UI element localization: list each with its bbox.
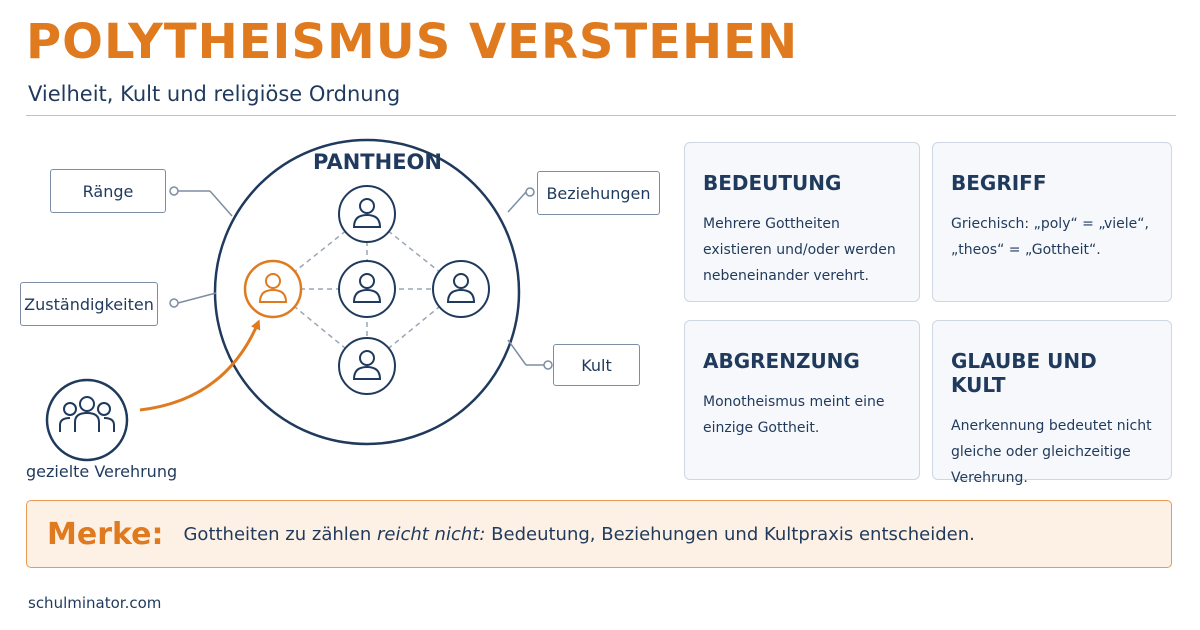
pantheon-diagram <box>45 138 553 462</box>
person-icon <box>359 198 375 214</box>
header-divider <box>26 115 1176 116</box>
merke-label: Merke: <box>47 516 164 552</box>
merke-text-part1: Gottheiten zu zählen <box>183 523 372 545</box>
deity-node-highlighted <box>243 259 303 319</box>
person-icon <box>359 350 375 366</box>
worshippers-icon <box>45 378 129 462</box>
card-text: Monotheismus meint eine einzige Gottheit… <box>703 394 885 436</box>
deity-node-top <box>338 185 396 243</box>
person-icon <box>453 273 469 289</box>
deity-node-right <box>432 260 490 318</box>
page-subtitle: Vielheit, Kult und religiöse Ordnung <box>28 82 401 106</box>
card-text: Griechisch: „poly“ = „viele“, „theos“ = … <box>951 216 1150 258</box>
merke-text: Gottheiten zu zählen reicht nicht: Bedeu… <box>183 524 974 545</box>
merke-box: Merke: Gottheiten zu zählen reicht nicht… <box>26 500 1172 568</box>
label-beziehungen: Beziehungen <box>537 171 660 215</box>
card-bedeutung: BEDEUTUNG Mehrere Gottheiten existieren … <box>684 142 920 302</box>
person-icon <box>359 273 375 289</box>
label-zustaendigkeiten: Zuständigkeiten <box>20 282 158 326</box>
worship-label: gezielte Verehrung <box>26 462 178 481</box>
card-title: GLAUBE UND KULT <box>951 349 1097 397</box>
worship-arrow <box>139 319 261 412</box>
pantheon-label: PANTHEON <box>313 150 442 174</box>
label-connectors <box>169 186 553 370</box>
card-begriff: BEGRIFF Griechisch: „poly“ = „viele“, „t… <box>932 142 1172 302</box>
card-glaube-und-kult: GLAUBE UND KULT Anerkennung bedeutet nic… <box>932 320 1172 486</box>
card-title: BEDEUTUNG <box>703 171 842 195</box>
person-icon <box>265 273 281 289</box>
merke-text-emphasis: reicht nicht: <box>377 523 486 545</box>
page-title: POLYTHEISMUS VERSTEHEN <box>26 14 799 70</box>
card-title: ABGRENZUNG <box>703 349 860 373</box>
deity-node-bottom <box>338 337 396 395</box>
card-title: BEGRIFF <box>951 171 1047 195</box>
label-raenge: Ränge <box>50 169 166 213</box>
footer-site: schulminator.com <box>28 594 162 612</box>
merke-text-part2: Bedeutung, Beziehungen und Kultpraxis en… <box>491 523 975 545</box>
card-text: Mehrere Gottheiten existieren und/oder w… <box>703 216 896 284</box>
card-abgrenzung: ABGRENZUNG Monotheismus meint eine einzi… <box>684 320 920 480</box>
deity-node-center <box>338 260 396 318</box>
label-kult: Kult <box>553 344 640 386</box>
card-text: Anerkennung bedeutet nicht gleiche oder … <box>951 418 1152 486</box>
